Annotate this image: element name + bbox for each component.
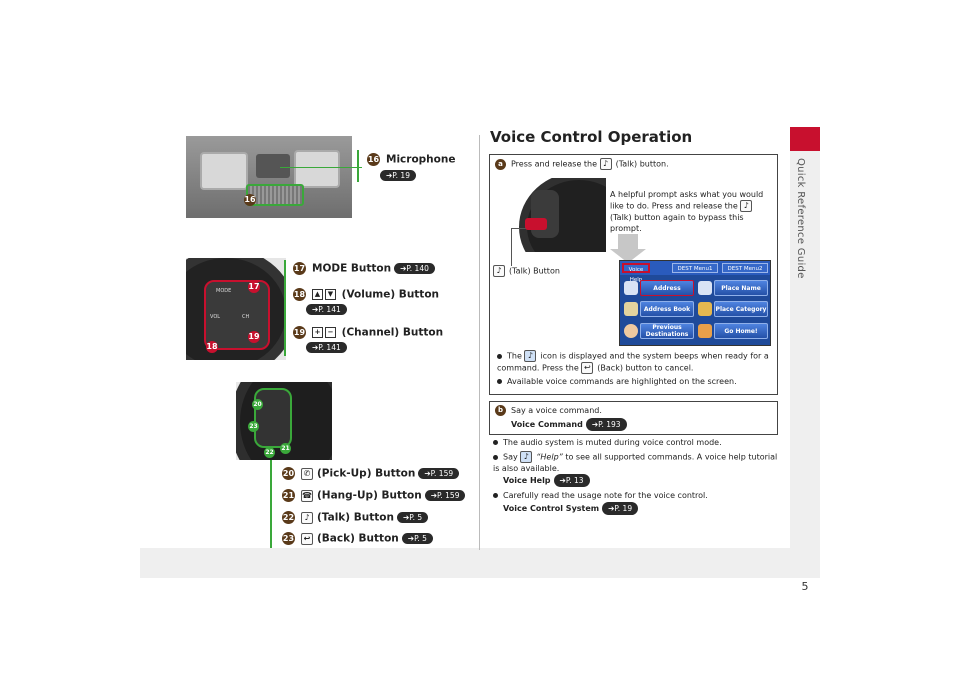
callout-line-16 <box>280 167 362 168</box>
note-1: The audio system is muted during voice c… <box>493 437 778 448</box>
channel-button-label: 19+− (Channel) Button <box>293 326 444 339</box>
channel-ref[interactable]: ➔P. 141 <box>306 341 347 353</box>
place-name-icon <box>698 281 712 295</box>
arrow-down-icon <box>610 249 646 263</box>
step-1-bullet-2: Available voice commands are highlighted… <box>497 376 773 387</box>
nav-tab-voice-help[interactable]: Voice Help <box>622 263 650 283</box>
callout-bar-20-23 <box>270 460 272 548</box>
section-tab[interactable] <box>790 127 820 151</box>
steering-controls-photo: MODE VOL CH 17 18 19 <box>186 258 286 360</box>
sidebar <box>790 127 820 578</box>
go-home-icon <box>698 324 712 338</box>
nav-btn-go-home[interactable]: Go Home! <box>714 323 768 339</box>
mode-photo-text: MODE <box>216 288 232 294</box>
place-category-icon <box>698 302 712 316</box>
nav-btn-place-name[interactable]: Place Name <box>714 280 768 296</box>
pickup-icon: ✆ <box>301 467 313 480</box>
nav-btn-address-book[interactable]: Address Book <box>640 301 694 317</box>
talk-controls-photo: 20 21 22 23 <box>236 382 332 460</box>
arrow-shaft <box>618 234 638 250</box>
voice-control-system-link[interactable]: Voice Control System➔P. 19 <box>503 502 639 515</box>
navigation-screen: Voice Help DEST Menu1 DEST Menu2 Address… <box>619 260 771 346</box>
pickup-ref[interactable]: ➔P. 159 <box>418 468 460 479</box>
callout-bar-17-19 <box>284 260 286 356</box>
talk-button-label: 22♪(Talk) Button➔P. 5 <box>282 511 429 524</box>
nav-btn-address[interactable]: Address <box>640 280 694 296</box>
mode-ref[interactable]: ➔P. 140 <box>394 263 435 274</box>
note-3: Carefully read the usage note for the vo… <box>493 490 778 501</box>
talk-icon: ♪ <box>740 200 753 212</box>
step-2-box <box>489 401 778 435</box>
volume-ref[interactable]: ➔P. 141 <box>306 303 347 315</box>
talk-icon: ♪ <box>301 511 313 524</box>
step-1-prompt: A helpful prompt asks what you would lik… <box>610 190 764 233</box>
bottom-band <box>140 548 820 578</box>
microphone-ref[interactable]: ➔P. 19 <box>380 169 416 181</box>
volume-button-label: 18▲▼ (Volume) Button <box>293 288 440 301</box>
voice-help-link[interactable]: Voice Help➔P. 13 <box>503 474 590 487</box>
hangup-ref[interactable]: ➔P. 159 <box>424 490 466 501</box>
voice-control-icon: ♪ <box>520 451 533 463</box>
vol-photo-text: VOL <box>210 314 221 320</box>
pickup-button-label: 20✆(Pick-Up) Button➔P. 159 <box>282 467 460 480</box>
back-button-label: 23↩(Back) Button➔P. 5 <box>282 532 433 545</box>
talk-button-caption: ♪(Talk) Button <box>493 265 560 277</box>
back-ref[interactable]: ➔P. 5 <box>401 533 433 544</box>
talk-button-photo <box>519 178 606 252</box>
talk-ref[interactable]: ➔P. 5 <box>396 512 429 523</box>
voice-command-link[interactable]: Voice Command➔P. 193 <box>511 418 627 431</box>
nav-tab-dest-menu2[interactable]: DEST Menu2 <box>722 263 768 273</box>
step-1-bullet-1: The ♪icon is displayed and the system be… <box>497 350 769 374</box>
ch-photo-text: CH <box>242 314 250 320</box>
nav-btn-previous-destinations[interactable]: Previous Destinations <box>640 323 694 339</box>
section-title: Voice Control Operation <box>490 128 693 146</box>
nav-tab-dest-menu1[interactable]: DEST Menu1 <box>672 263 718 273</box>
hangup-button-label: 21☎(Hang-Up) Button➔P. 159 <box>282 489 466 502</box>
back-icon: ↩ <box>581 362 594 374</box>
back-icon: ↩ <box>301 532 313 545</box>
callout-bar-16 <box>357 150 359 182</box>
talk-icon: ♪ <box>599 158 612 170</box>
hangup-icon: ☎ <box>301 489 313 502</box>
previous-destinations-icon <box>624 324 638 338</box>
nav-btn-place-category[interactable]: Place Category <box>714 301 768 317</box>
column-divider <box>479 135 480 550</box>
sidebar-label: Quick Reference Guide <box>795 158 806 279</box>
microphone-photo: 16 <box>186 136 352 218</box>
voice-control-icon: ♪ <box>524 350 537 362</box>
address-book-icon <box>624 302 638 316</box>
address-icon <box>624 281 638 295</box>
talk-pointer-h <box>512 228 526 229</box>
note-2: Say ♪“Help” to see all supported command… <box>493 451 778 473</box>
talk-pointer-v <box>511 228 512 266</box>
talk-icon: ♪ <box>493 265 505 277</box>
page-number: 5 <box>801 580 809 593</box>
callout-16-badge: 16 <box>244 193 256 206</box>
